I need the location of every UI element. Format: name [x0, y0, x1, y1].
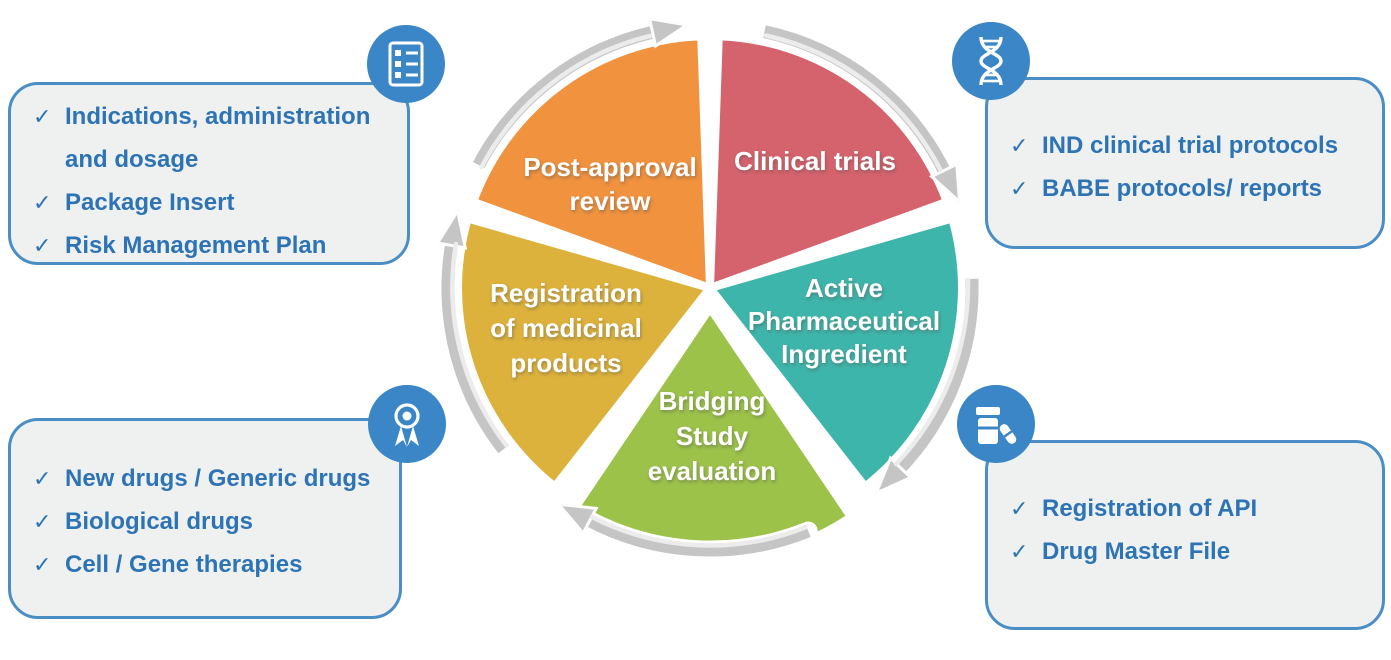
- check-icon: ✓: [33, 466, 52, 491]
- svg-text:Pharmaceutical: Pharmaceutical: [748, 306, 940, 336]
- callout-api-details: ✓ Registration of API ✓ Drug Master File: [985, 440, 1385, 630]
- checklist-icon: [367, 25, 445, 103]
- segment-label-post-approval: Post-approval review: [523, 152, 696, 216]
- svg-text:evaluation: evaluation: [648, 456, 777, 486]
- segment-label-registration: Registration of medicinal products: [490, 278, 642, 378]
- check-icon: ✓: [33, 509, 52, 534]
- pill-bottle-icon: [957, 385, 1035, 463]
- cycle-arrow: [873, 269, 982, 496]
- callout-registration-details: ✓ New drugs / Generic drugs ✓ Biological…: [8, 418, 402, 619]
- segment-label-bridging: Bridging Study evaluation: [648, 386, 777, 486]
- check-icon: ✓: [1010, 133, 1029, 158]
- list-item: ✓ IND clinical trial protocols: [1010, 124, 1372, 167]
- list-item: ✓ Package Insert: [33, 181, 397, 224]
- svg-text:Bridging: Bridging: [659, 386, 766, 416]
- svg-text:Ingredient: Ingredient: [781, 339, 907, 369]
- check-icon: ✓: [33, 233, 52, 258]
- cycle-arrow: [435, 207, 513, 459]
- list-item: ✓ Indications, administration and dosage: [33, 95, 397, 181]
- svg-text:Post-approval: Post-approval: [523, 152, 696, 182]
- callout-post-approval-details: ✓ Indications, administration and dosage…: [8, 82, 410, 265]
- list-item: ✓ Cell / Gene therapies: [33, 543, 389, 586]
- svg-text:of medicinal: of medicinal: [490, 313, 642, 343]
- check-icon: ✓: [33, 552, 52, 577]
- svg-text:review: review: [570, 186, 652, 216]
- svg-text:Registration: Registration: [490, 278, 642, 308]
- segment-label-api: Active Pharmaceutical Ingredient: [748, 273, 940, 369]
- svg-text:Clinical trials: Clinical trials: [734, 146, 896, 176]
- check-icon: ✓: [1010, 539, 1029, 564]
- cycle-arrow: [555, 502, 818, 560]
- svg-text:products: products: [510, 348, 621, 378]
- check-icon: ✓: [1010, 176, 1029, 201]
- list-item: ✓ Risk Management Plan: [33, 224, 397, 267]
- cycle-arrow: [755, 22, 962, 206]
- svg-text:Active: Active: [805, 273, 883, 303]
- list-item: ✓ Biological drugs: [33, 500, 389, 543]
- segment-label-clinical-trials: Clinical trials: [734, 146, 896, 176]
- list-item: ✓ Drug Master File: [1010, 530, 1372, 573]
- list-item: ✓ BABE protocols/ reports: [1010, 167, 1372, 210]
- award-ribbon-icon: [368, 385, 446, 463]
- check-icon: ✓: [1010, 496, 1029, 521]
- svg-text:Study: Study: [676, 421, 749, 451]
- callout-clinical-trials-details: ✓ IND clinical trial protocols ✓ BABE pr…: [985, 77, 1385, 249]
- list-item: ✓ Registration of API: [1010, 487, 1372, 530]
- dna-icon: [952, 22, 1030, 100]
- check-icon: ✓: [33, 104, 52, 129]
- list-item: ✓ New drugs / Generic drugs: [33, 457, 389, 500]
- check-icon: ✓: [33, 190, 52, 215]
- segment-registration: [454, 214, 714, 491]
- cycle-arrows: [435, 16, 982, 560]
- cycle-arrow: [469, 16, 691, 175]
